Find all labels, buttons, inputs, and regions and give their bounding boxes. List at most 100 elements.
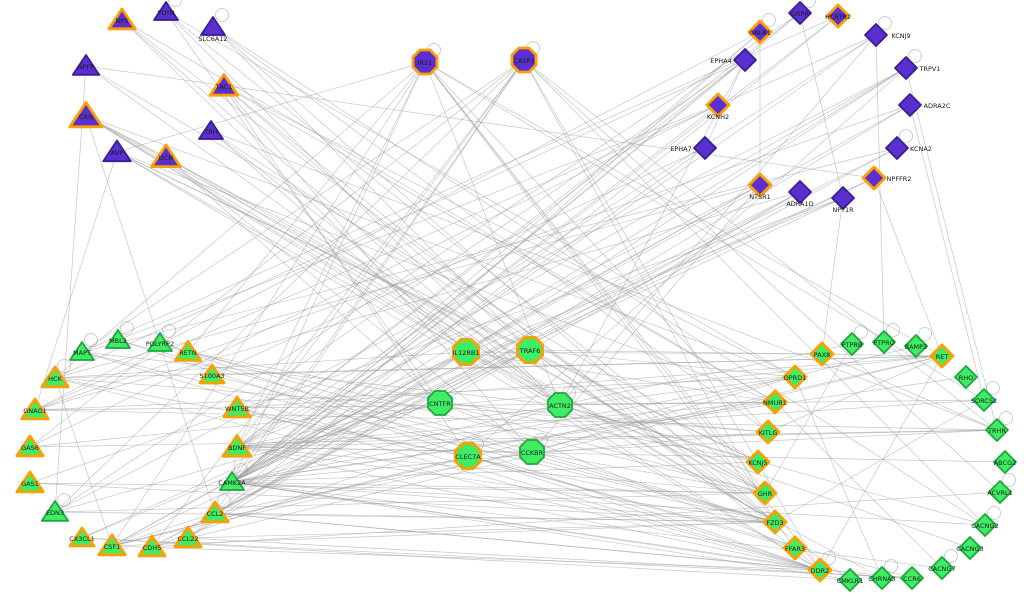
node-HCK[interactable]: [40, 365, 70, 389]
diamond-shape-icon: [831, 186, 855, 210]
node-NMUR1[interactable]: [762, 389, 788, 415]
node-CSF1[interactable]: [97, 533, 127, 557]
node-KCNJ9[interactable]: [864, 23, 888, 47]
node-SORCS2[interactable]: [972, 388, 996, 412]
node-CHRNA3[interactable]: [870, 566, 894, 590]
node-CASP3[interactable]: [510, 46, 538, 74]
node-UCN[interactable]: [150, 143, 182, 168]
node-HCRTR2[interactable]: [825, 3, 851, 29]
node-ABCG2[interactable]: [993, 450, 1017, 474]
nodes-layer: [15, 1, 1017, 592]
self-loop-CCL2: [217, 494, 231, 508]
edge-GNAO1-OPRD1: [34, 376, 796, 411]
triangle-shape-icon: [15, 434, 45, 458]
node-TRHR[interactable]: [985, 418, 1009, 442]
node-RAMP3[interactable]: [904, 334, 928, 358]
node-PTPRO[interactable]: [872, 330, 896, 354]
node-ACTN2[interactable]: [547, 392, 573, 418]
diamond-shape-icon: [788, 180, 812, 204]
edge-DDR2-RET: [819, 355, 943, 571]
diamond-shape-icon: [747, 172, 773, 198]
node-MBL2[interactable]: [105, 329, 131, 349]
node-RHO[interactable]: [954, 365, 978, 389]
node-IRS1[interactable]: [411, 48, 439, 76]
node-PGLYRP2[interactable]: [147, 332, 173, 352]
node-DDR2[interactable]: [807, 557, 833, 583]
node-GRPR[interactable]: [788, 1, 812, 25]
self-loop-SORCS2: [986, 381, 1000, 395]
node-CACNG7[interactable]: [930, 556, 954, 580]
node-GNAO1[interactable]: [20, 397, 50, 421]
node-PDYN[interactable]: [153, 1, 179, 21]
node-ADRA1D[interactable]: [788, 180, 812, 204]
node-GHR[interactable]: [752, 480, 778, 506]
node-CDH5[interactable]: [137, 534, 167, 558]
node-ADRA2C[interactable]: [898, 93, 922, 117]
diamond-shape-icon: [825, 3, 851, 29]
node-NPS[interactable]: [107, 7, 137, 31]
node-KITLG[interactable]: [755, 419, 781, 445]
node-CCR6[interactable]: [900, 566, 924, 590]
node-BDNF[interactable]: [221, 434, 253, 458]
node-CCL22[interactable]: [173, 525, 203, 549]
node-NPY1R[interactable]: [831, 186, 855, 210]
node-S100A3[interactable]: [198, 363, 226, 385]
node-KCNJ5[interactable]: [745, 449, 771, 475]
node-AVP[interactable]: [102, 139, 132, 163]
node-FFAR3[interactable]: [782, 535, 808, 561]
node-OPRD1[interactable]: [782, 364, 808, 390]
triangle-shape-icon: [198, 363, 226, 385]
node-CACNG3[interactable]: [958, 536, 982, 560]
edge-IRS1-FFAR3: [424, 61, 796, 549]
edge-ADRA2C-SORCS2: [909, 104, 985, 401]
node-NPFFR2[interactable]: [861, 165, 887, 191]
node-EDN3[interactable]: [40, 500, 70, 522]
edges-layer: [29, 11, 1006, 581]
node-CX3CL1[interactable]: [68, 526, 96, 548]
node-NTSR1[interactable]: [747, 172, 773, 198]
edge-TRPV1-BDNF: [236, 67, 907, 448]
node-MAPT[interactable]: [69, 341, 95, 361]
edge-CSF1-HCK: [54, 377, 113, 547]
node-CACNG2[interactable]: [973, 513, 997, 537]
edge-WNT5B-DDR2: [236, 407, 821, 571]
node-RET[interactable]: [929, 343, 955, 369]
node-GAS6[interactable]: [15, 434, 45, 458]
node-CLEC7A[interactable]: [454, 442, 482, 470]
node-TAC1[interactable]: [208, 73, 240, 97]
node-NPFF[interactable]: [71, 54, 101, 76]
node-CCKBR[interactable]: [519, 439, 545, 465]
node-ACVRL1[interactable]: [988, 480, 1012, 504]
node-EPHA4[interactable]: [733, 48, 757, 72]
node-SLC6A12[interactable]: [200, 16, 226, 36]
node-TRAF6[interactable]: [516, 336, 544, 364]
node-GAS1[interactable]: [15, 470, 45, 494]
edge-NTSR1-CAMK2A: [231, 184, 761, 483]
node-FZD3[interactable]: [762, 509, 788, 535]
edge-MAPT-FZD3: [81, 351, 776, 523]
node-TRPV1[interactable]: [894, 56, 918, 80]
node-CMKLR1[interactable]: [838, 568, 862, 592]
node-PTPRB[interactable]: [840, 332, 864, 356]
node-CAMK2A[interactable]: [219, 471, 245, 491]
node-EPHA7[interactable]: [693, 136, 717, 160]
edge-ACTN2-CACNG3: [559, 404, 971, 549]
node-CRH[interactable]: [68, 101, 104, 129]
node-IL12RB1[interactable]: [452, 338, 480, 366]
node-CCL2[interactable]: [200, 500, 230, 524]
node-RETN[interactable]: [174, 340, 202, 362]
edge-IL12RB1-DDR2: [465, 351, 821, 571]
edge-ADRA1D-GNAO1: [34, 191, 801, 411]
edge-CAMK2A-FZD3: [231, 481, 776, 523]
node-PAX8[interactable]: [809, 341, 835, 367]
node-GALR1[interactable]: [747, 19, 773, 45]
node-CNTFR[interactable]: [427, 390, 453, 416]
node-WNT5B[interactable]: [222, 395, 252, 419]
diamond-shape-icon: [861, 165, 887, 191]
node-TRH[interactable]: [198, 120, 224, 140]
node-KCNA2[interactable]: [885, 136, 909, 160]
node-KCNH2[interactable]: [705, 92, 731, 118]
diamond-shape-icon: [954, 365, 978, 389]
